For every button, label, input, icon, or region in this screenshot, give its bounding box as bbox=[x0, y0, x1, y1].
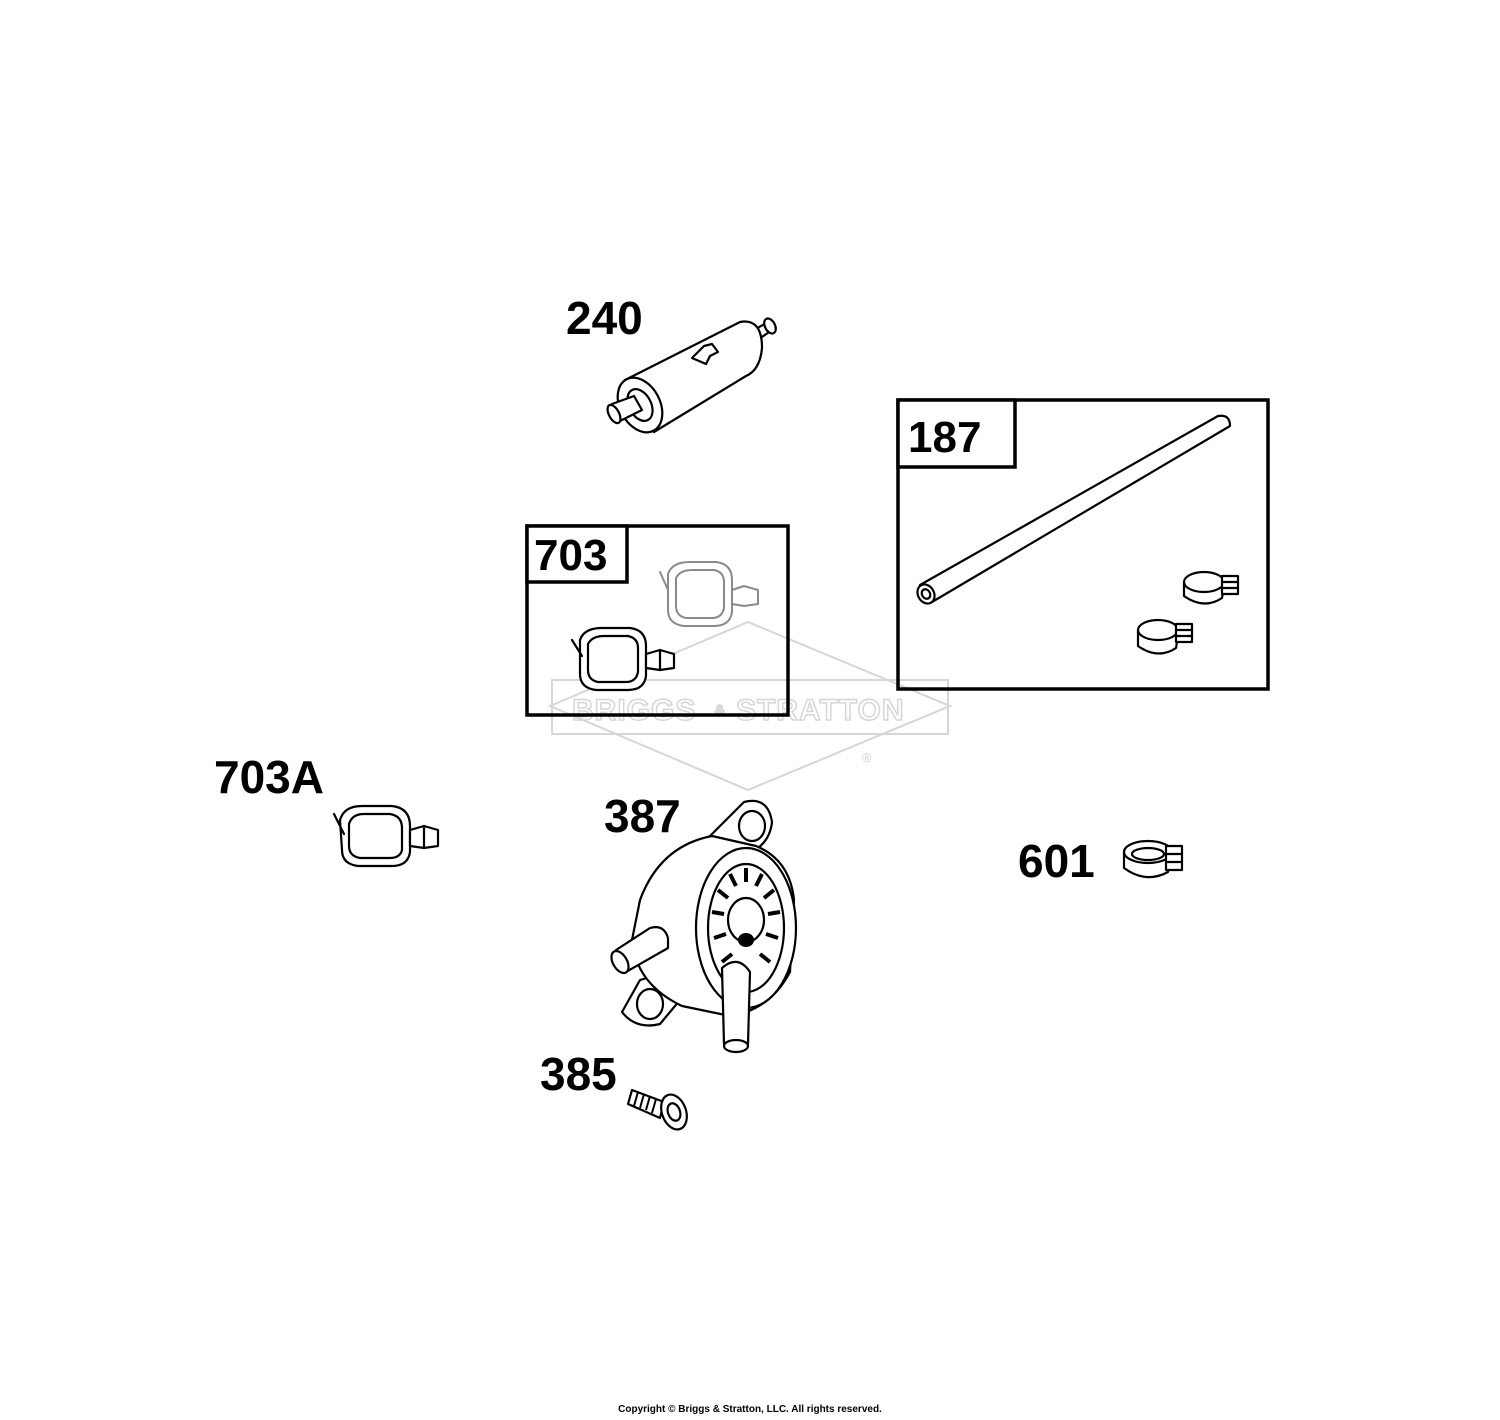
callout-703: 703 bbox=[534, 531, 607, 580]
callout-601: 601 bbox=[1018, 835, 1095, 887]
clamp-kit-box[interactable]: 703 bbox=[525, 524, 790, 717]
callout-385: 385 bbox=[540, 1048, 617, 1100]
callout-187: 187 bbox=[908, 413, 981, 462]
watermark-amp: & bbox=[714, 703, 727, 720]
hose-clamp-part[interactable] bbox=[1122, 839, 1184, 879]
callout-240: 240 bbox=[566, 292, 643, 344]
clamp-part[interactable] bbox=[332, 804, 440, 868]
hose-clamp-small-2 bbox=[1136, 618, 1194, 655]
watermark-registered: ® bbox=[862, 750, 872, 765]
hose-clamp-small-1 bbox=[1182, 570, 1240, 605]
screw-part[interactable] bbox=[626, 1088, 691, 1133]
clamp-grey bbox=[659, 561, 759, 627]
watermark-brand-right: STRATTON bbox=[736, 694, 905, 727]
clamp-black bbox=[570, 626, 676, 692]
copyright-footer: Copyright © Briggs & Stratton, LLC. All … bbox=[618, 1404, 882, 1415]
fuel-line-kit-box[interactable]: 187 bbox=[896, 398, 1270, 691]
watermark-brand-left: BRIGGS bbox=[572, 694, 696, 727]
fuel-pump-part[interactable] bbox=[608, 799, 798, 1054]
brand-watermark: BRIGGS & STRATTON ® bbox=[547, 620, 953, 792]
callout-703a: 703A bbox=[214, 751, 324, 803]
callout-387: 387 bbox=[604, 790, 681, 842]
fuel-filter-part[interactable] bbox=[605, 317, 778, 440]
